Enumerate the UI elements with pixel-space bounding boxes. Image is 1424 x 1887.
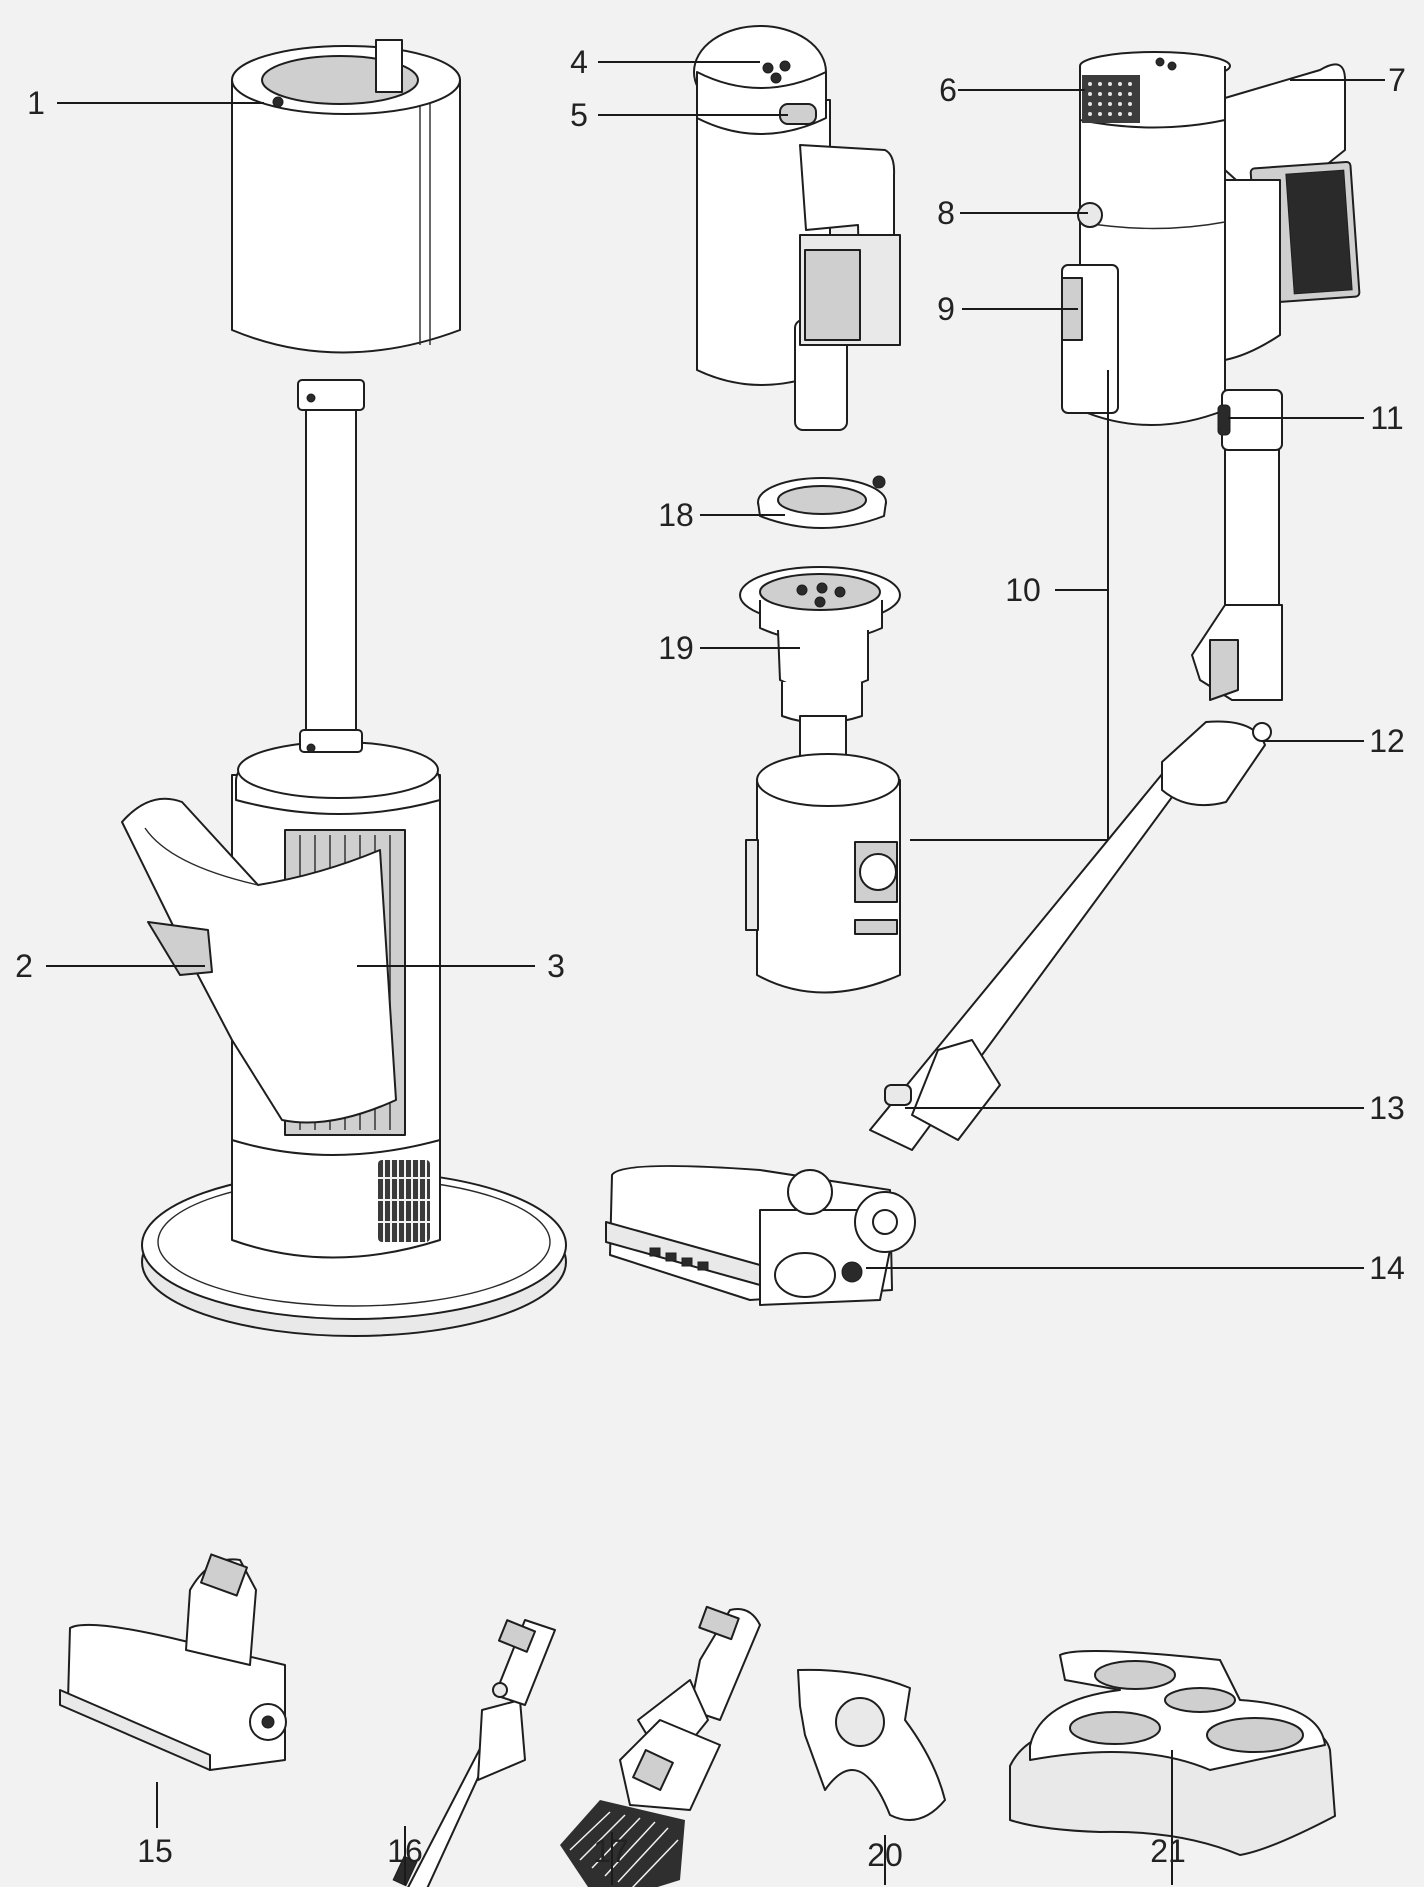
callout-labels: 1 2 3 4 5 6 7 8 9 10 11 12 13 14 15 16 1… — [15, 44, 1406, 1873]
callout-11: 11 — [1370, 400, 1403, 436]
callout-12: 12 — [1369, 723, 1405, 759]
callout-19: 19 — [658, 630, 694, 666]
callout-6: 6 — [939, 72, 957, 108]
callout-20: 20 — [867, 1837, 903, 1873]
callout-2: 2 — [15, 948, 33, 984]
cyclone-illustration — [739, 566, 901, 767]
callout-18: 18 — [658, 497, 694, 533]
callout-5: 5 — [570, 97, 588, 133]
callout-9: 9 — [937, 291, 955, 327]
callout-8: 8 — [937, 195, 955, 231]
docking-station-illustration — [121, 39, 567, 1337]
leader-lines — [46, 61, 1385, 1885]
callout-15: 15 — [137, 1833, 173, 1869]
dust-bag-illustration — [797, 1668, 946, 1821]
filter-illustration — [757, 475, 887, 529]
vacuum-illustration — [605, 51, 1361, 1306]
callout-14: 14 — [1369, 1250, 1405, 1286]
bin-canister-illustration — [745, 753, 901, 994]
callout-3: 3 — [547, 948, 565, 984]
callout-10: 10 — [1005, 572, 1041, 608]
callout-16: 16 — [387, 1833, 423, 1869]
dusting-brush-illustration — [560, 1605, 761, 1887]
brush-bristles-icon — [560, 1800, 685, 1887]
speaker-grille-icon — [1082, 75, 1140, 123]
vent-grille-icon — [378, 1160, 430, 1242]
callout-4: 4 — [570, 44, 588, 80]
callout-7: 7 — [1388, 62, 1406, 98]
mini-motorized-tool-illustration — [59, 1553, 287, 1771]
callout-17: 17 — [593, 1833, 629, 1869]
callout-13: 13 — [1369, 1090, 1405, 1126]
callout-1: 1 — [27, 85, 45, 121]
callout-21: 21 — [1150, 1833, 1186, 1869]
dust-bin-illustration — [693, 25, 901, 431]
crevice-tool-illustration — [392, 1619, 556, 1887]
